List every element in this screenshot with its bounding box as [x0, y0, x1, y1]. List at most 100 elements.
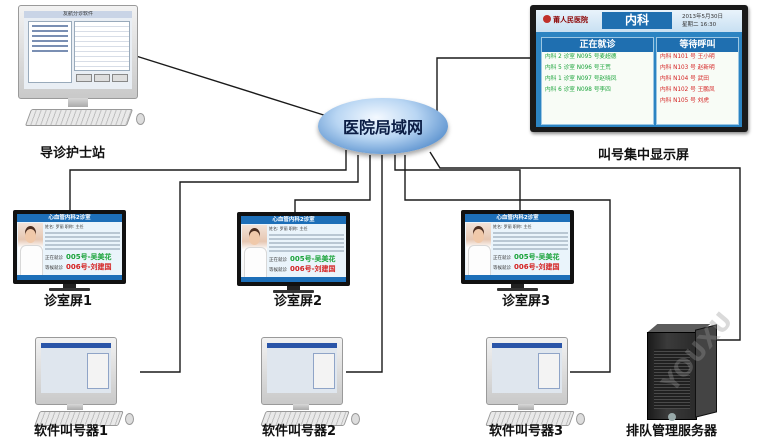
- now-serving-number: 005号-吴美花: [66, 253, 112, 261]
- hub-label: 医院局域网: [342, 118, 423, 137]
- serving-row: 内科 2 诊室 N095 号麦超德: [545, 54, 617, 60]
- clinic-room-title: 心血管内科2诊室: [17, 214, 122, 222]
- central-display-screen: 莆人民医院 内科 2013年5月30日 星期二 16:30 正在就诊 内科 2 …: [536, 10, 742, 127]
- nurse-mouse: [136, 113, 145, 125]
- waiting-header: 等待呼叫: [657, 38, 738, 52]
- doctor-line: 姓名: 罗丽 职称: 主任: [45, 224, 84, 229]
- nurse-window-title: 友航分诊软件: [24, 11, 132, 18]
- caller-widget: [538, 353, 560, 389]
- caller-widget: [87, 353, 109, 389]
- doctor-photo: [466, 223, 491, 280]
- hospital-logo-icon: [543, 15, 551, 23]
- serving-panel: 正在就诊 内科 2 诊室 N095 号麦超德 内科 5 诊室 N096 号王荒 …: [541, 37, 654, 125]
- serving-row: 内科 5 诊室 N096 号王荒: [545, 65, 611, 71]
- now-serving-number: 005号-吴美花: [290, 255, 336, 263]
- wire-caller-1: [140, 155, 359, 373]
- doctor-info: 姓名: 罗丽 职称: 主任: [269, 226, 344, 252]
- wire-caller-3: [404, 155, 611, 373]
- central-display-label: 叫号集中显示屏: [598, 148, 690, 163]
- waiting-panel: 等待呼叫 内科 N101 号 王小明 内科 N103 号 赵新明 内科 N104…: [656, 37, 739, 125]
- caller-monitor: [486, 337, 568, 405]
- wire-clinic-2: [294, 155, 371, 212]
- nurse-tree-panel: [28, 21, 72, 83]
- next-waiting-prefix: 等候就诊: [493, 266, 511, 271]
- wire-clinic-1: [69, 150, 347, 210]
- caller-monitor-screen: [41, 343, 111, 393]
- caller-2-label: 软件叫号器2: [262, 424, 337, 439]
- display-datetime: 2013年5月30日 星期二 16:30: [682, 13, 723, 29]
- central-call-display: 莆人民医院 内科 2013年5月30日 星期二 16:30 正在就诊 内科 2 …: [530, 5, 748, 132]
- now-serving-prefix: 正在就诊: [269, 258, 287, 263]
- nurse-queue-grid: [74, 21, 130, 71]
- caller-monitor: [35, 337, 117, 405]
- now-serving-number: 005号-吴美花: [514, 253, 560, 261]
- doctor-info: 姓名: 罗丽 职称: 主任: [493, 224, 568, 250]
- next-waiting-number: 006号-刘建国: [514, 263, 560, 271]
- caller-widget: [313, 353, 335, 389]
- now-serving-prefix: 正在就诊: [493, 256, 511, 261]
- next-waiting-prefix: 等候就诊: [269, 268, 287, 273]
- hospital-name: 莆人民医院: [543, 15, 588, 25]
- nurse-monitor-screen: 友航分诊软件: [24, 11, 132, 89]
- waiting-row: 内科 N101 号 王小明: [660, 54, 715, 60]
- wire-caller-2: [346, 155, 383, 373]
- central-display-header: 莆人民医院 内科 2013年5月30日 星期二 16:30: [536, 10, 742, 32]
- serving-header: 正在就诊: [542, 38, 653, 52]
- hospital-name-text: 莆人民医院: [553, 15, 588, 24]
- nurse-action-button-c: [112, 74, 128, 82]
- next-waiting-number: 006号-刘建国: [290, 265, 336, 273]
- queue-server: [646, 324, 717, 421]
- wire-server: [429, 151, 741, 341]
- waiting-row: 内科 N105 号 刘虎: [660, 98, 709, 104]
- doctor-info: 姓名: 罗丽 职称: 主任: [45, 224, 120, 250]
- waiting-row: 内科 N102 号 王鹏凤: [660, 87, 715, 93]
- serving-row: 内科 6 诊室 N098 号李四: [545, 87, 611, 93]
- clinic-room-title: 心血管内科2诊室: [465, 214, 570, 222]
- clinic-screen-2-label: 诊室屏2: [274, 294, 323, 309]
- nurse-monitor: 友航分诊软件: [18, 5, 138, 99]
- display-weekday-time: 星期二 16:30: [682, 22, 717, 28]
- clinic-screen-3-label: 诊室屏3: [502, 294, 551, 309]
- next-waiting-prefix: 等候就诊: [45, 266, 63, 271]
- hospital-lan-hub: 医院局域网: [318, 98, 448, 154]
- now-serving-prefix: 正在就诊: [45, 256, 63, 261]
- waiting-row: 内科 N103 号 赵新明: [660, 65, 715, 71]
- nurse-station-label: 导诊护士站: [40, 146, 106, 161]
- caller-monitor: [261, 337, 343, 405]
- clinic-screen-1-label: 诊室屏1: [44, 294, 93, 309]
- caller-3-label: 软件叫号器3: [489, 424, 564, 439]
- wire-clinic-3: [394, 155, 521, 210]
- serving-row: 内科 1 诊室 N097 号赵晓凤: [545, 76, 617, 82]
- doctor-line: 姓名: 罗丽 职称: 主任: [269, 226, 308, 231]
- caller-monitor-screen: [492, 343, 562, 393]
- doctor-photo: [18, 223, 43, 280]
- department-name: 内科: [602, 12, 672, 29]
- nurse-action-button-a: [76, 74, 92, 82]
- clinic-room-title: 心血管内科2诊室: [241, 216, 346, 224]
- caller-monitor-screen: [267, 343, 337, 393]
- display-date: 2013年5月30日: [682, 14, 723, 20]
- wire-nurse-station: [135, 55, 331, 118]
- nurse-action-button-b: [94, 74, 110, 82]
- nurse-keyboard: [24, 109, 134, 126]
- caller-1-label: 软件叫号器1: [34, 424, 109, 439]
- doctor-photo: [242, 225, 267, 282]
- next-waiting-number: 006号-刘建国: [66, 263, 112, 271]
- wire-big-display: [436, 57, 530, 117]
- doctor-line: 姓名: 罗丽 职称: 主任: [493, 224, 532, 229]
- server-logo-icon: [668, 413, 676, 421]
- queue-server-label: 排队管理服务器: [626, 424, 718, 439]
